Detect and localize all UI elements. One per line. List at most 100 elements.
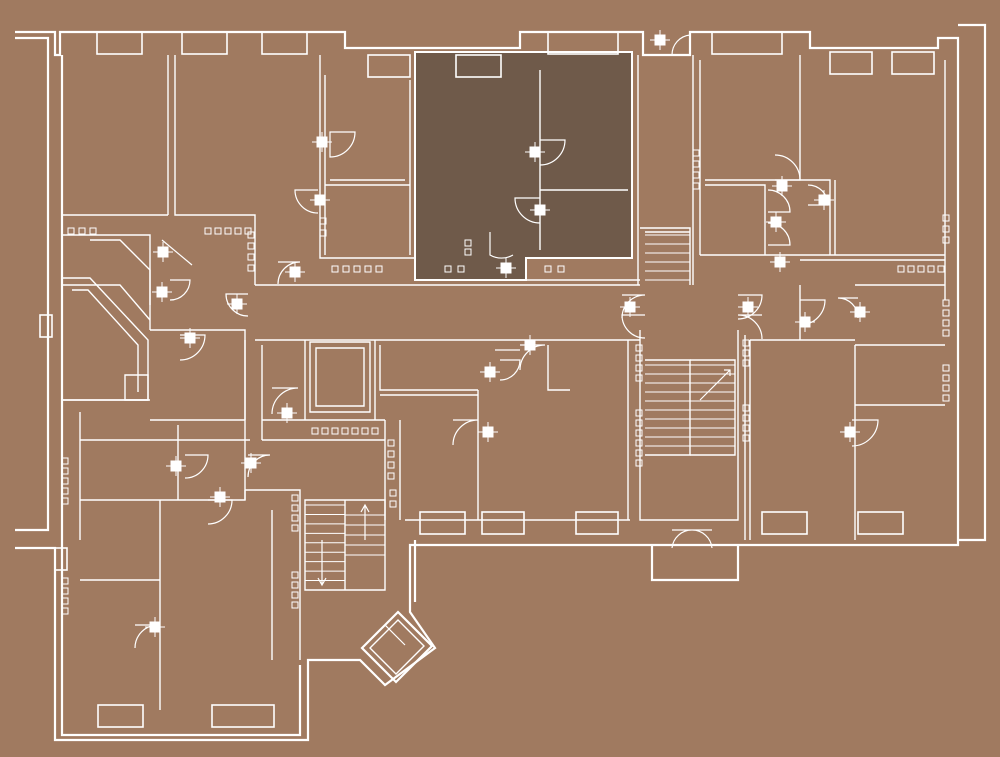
- vent-square: [61, 467, 69, 475]
- exterior-walls: [15, 23, 987, 742]
- vent-square: [61, 597, 69, 605]
- vent-square: [67, 227, 75, 235]
- vent-square: [311, 427, 319, 435]
- fixture-marker: [152, 282, 172, 302]
- fixture-marker: [478, 422, 498, 442]
- highlighted-apartment[interactable]: [414, 51, 633, 281]
- vent-square: [927, 265, 935, 273]
- vent-square: [444, 265, 452, 273]
- vent-square: [78, 227, 86, 235]
- vent-square: [742, 349, 750, 357]
- vent-square: [635, 449, 643, 457]
- vent-square: [204, 227, 212, 235]
- vent-square: [942, 319, 950, 327]
- vent-square: [389, 489, 397, 497]
- fixture-marker: [814, 190, 834, 210]
- vent-square: [61, 607, 69, 615]
- bay-window: [360, 610, 434, 684]
- vent-square: [234, 227, 242, 235]
- vent-square: [291, 591, 299, 599]
- fixture-marker: [620, 297, 640, 317]
- fixture-marker: [480, 362, 500, 382]
- vent-square: [917, 265, 925, 273]
- vent-square: [389, 500, 397, 508]
- vent-square: [942, 299, 950, 307]
- vent-square: [635, 364, 643, 372]
- vent-square: [371, 427, 379, 435]
- vent-square: [635, 439, 643, 447]
- vent-square: [319, 217, 327, 225]
- vent-square: [291, 524, 299, 532]
- vent-square: [361, 427, 369, 435]
- vent-square: [61, 497, 69, 505]
- vent-square: [387, 472, 395, 480]
- fixture-marker: [153, 242, 173, 262]
- vent-square: [89, 227, 97, 235]
- ventilation-shafts: [61, 149, 950, 615]
- vent-square: [692, 149, 700, 157]
- vent-square: [742, 404, 750, 412]
- vent-square: [942, 309, 950, 317]
- vent-square: [61, 457, 69, 465]
- vent-square: [353, 265, 361, 273]
- fixture-marker: [166, 456, 186, 476]
- vent-square: [692, 182, 700, 190]
- vent-square: [557, 265, 565, 273]
- vent-square: [635, 374, 643, 382]
- corner-room: [62, 239, 151, 401]
- vent-square: [247, 231, 255, 239]
- fixture-marker: [241, 453, 261, 473]
- vent-square: [331, 265, 339, 273]
- vent-square: [291, 494, 299, 502]
- vent-square: [942, 236, 950, 244]
- vent-square: [942, 329, 950, 337]
- vent-square: [291, 504, 299, 512]
- fixture-marker: [496, 258, 516, 278]
- staircases: [304, 231, 736, 591]
- fixture-marker: [650, 30, 670, 50]
- vent-square: [375, 265, 383, 273]
- vent-square: [942, 394, 950, 402]
- vent-square: [214, 227, 222, 235]
- vent-square: [635, 354, 643, 362]
- fixture-marker: [795, 312, 815, 332]
- vent-square: [692, 160, 700, 168]
- vent-square: [291, 601, 299, 609]
- vent-square: [364, 265, 372, 273]
- vent-square: [635, 344, 643, 352]
- fixture-marker: [312, 132, 332, 152]
- vent-square: [457, 265, 465, 273]
- vent-square: [907, 265, 915, 273]
- fixture-marker: [180, 328, 200, 348]
- vent-square: [247, 242, 255, 250]
- vent-square: [942, 214, 950, 222]
- fixture-marker: [145, 617, 165, 637]
- fixture-marker: [285, 262, 305, 282]
- vent-square: [61, 487, 69, 495]
- vent-square: [635, 409, 643, 417]
- doors: [134, 34, 879, 649]
- windows: [39, 31, 935, 728]
- vent-square: [319, 229, 327, 237]
- vent-square: [942, 225, 950, 233]
- fixture-marker: [227, 294, 247, 314]
- vent-square: [351, 427, 359, 435]
- fixture-marker: [277, 403, 297, 423]
- vent-square: [942, 384, 950, 392]
- vent-square: [635, 419, 643, 427]
- vent-square: [387, 461, 395, 469]
- fixture-marker: [525, 142, 545, 162]
- vent-square: [544, 265, 552, 273]
- vent-square: [897, 265, 905, 273]
- fixtures: [145, 30, 870, 637]
- fixture-marker: [770, 252, 790, 272]
- fixture-marker: [530, 200, 550, 220]
- vent-square: [61, 587, 69, 595]
- vent-square: [387, 450, 395, 458]
- vent-square: [742, 414, 750, 422]
- fixture-marker: [840, 422, 860, 442]
- fixture-marker: [738, 297, 758, 317]
- vent-square: [742, 424, 750, 432]
- vent-square: [291, 581, 299, 589]
